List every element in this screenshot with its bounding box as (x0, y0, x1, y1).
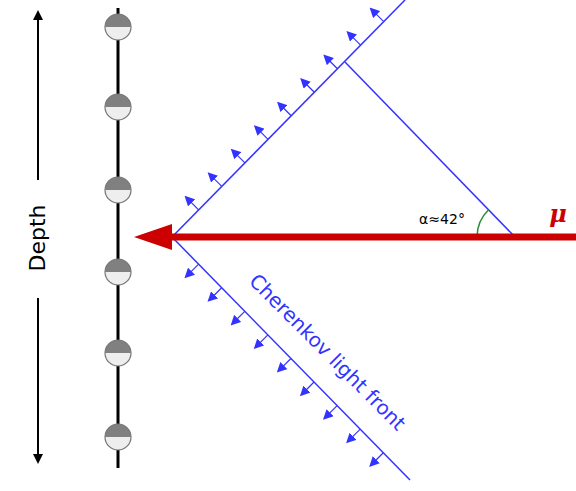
module-bottom (105, 190, 131, 203)
axis-label: Depth (27, 204, 49, 271)
module-bottom (105, 27, 131, 40)
module-top (105, 340, 131, 353)
front-label: Cherenkov light front (246, 270, 410, 434)
depth-arrow-up (37, 12, 39, 180)
angle-label: α≈42° (419, 212, 465, 226)
module-bottom (105, 107, 131, 120)
muon-arrowhead (134, 224, 172, 250)
photon-arrow (232, 311, 245, 324)
photon-arrow (232, 150, 245, 163)
module-bottom (105, 272, 131, 285)
photon-arrow (324, 406, 337, 419)
photon-arrow (371, 453, 384, 466)
photon-arrow (371, 9, 384, 22)
module-outline (105, 424, 131, 450)
particle-symbol: μ (549, 202, 567, 226)
module-outline (105, 177, 131, 203)
module-outline (105, 259, 131, 285)
module-top (105, 14, 131, 27)
module-outline (105, 94, 131, 120)
photon-arrow (278, 103, 291, 116)
photon-arrow (302, 80, 315, 93)
photon-arrow (325, 56, 338, 69)
photon-arrow (255, 127, 268, 140)
module-top (105, 424, 131, 437)
photon-arrow (278, 358, 291, 371)
depth-arrow-down (37, 298, 39, 462)
photon-arrow (209, 174, 222, 187)
photon-arrow (348, 32, 361, 45)
light-front-upper (172, 0, 405, 237)
angle-arc (477, 210, 489, 237)
light-front-lower (172, 237, 410, 480)
module-top (105, 94, 131, 107)
photon-arrow (186, 264, 199, 277)
photon-arrow (209, 288, 222, 301)
module-top (105, 259, 131, 272)
photon-arrow (301, 382, 314, 395)
photon-arrow (347, 429, 360, 442)
module-bottom (105, 353, 131, 366)
module-outline (105, 340, 131, 366)
emission-line (345, 62, 515, 237)
muon-track (168, 234, 576, 241)
photon-arrow (186, 197, 199, 210)
module-top (105, 177, 131, 190)
detector-string (117, 8, 120, 468)
photon-arrow (255, 335, 268, 348)
module-bottom (105, 437, 131, 450)
module-outline (105, 14, 131, 40)
optical-modules (105, 14, 131, 450)
